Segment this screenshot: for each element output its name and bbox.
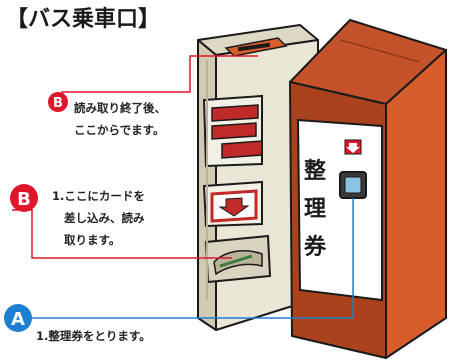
ticket-machine: 整 理 券: [289, 19, 447, 359]
card-tray: [204, 234, 272, 284]
ticket-dispenser-slot: [339, 171, 367, 199]
badge-letter: B: [17, 189, 31, 210]
callout-text-line: ここからでます。: [74, 123, 165, 137]
page-title: 【バス乗車口】: [6, 6, 160, 32]
badge-b-icon: [10, 184, 38, 212]
badge-a-icon: [4, 304, 32, 332]
ticket-label-char-3: 券: [303, 234, 327, 260]
card-insert-slot: [202, 180, 263, 228]
callout-card-exit: B 読み取り終了後、 ここからでます。: [48, 92, 166, 137]
callout-ticket: A 1.整理券をとります。: [4, 304, 151, 343]
badge-letter: A: [11, 309, 25, 330]
callout-text-line: 差し込み、読み: [64, 211, 145, 225]
display-panel: [202, 94, 263, 168]
callout-text-line: 読み取り終了後、: [74, 101, 166, 115]
callout-text-line: 1.ここにカードを: [52, 189, 145, 203]
ticket-label-char-2: 理: [304, 196, 326, 222]
callout-card-insert: B 1.ここにカードを 差し込み、読み 取ります。: [10, 184, 145, 247]
badge-b-icon: [48, 92, 68, 112]
card-exit-slot: [224, 37, 288, 57]
ticket-label-char-1: 整: [304, 158, 326, 184]
callout-text-line: 1.整理券をとります。: [36, 329, 151, 343]
badge-letter: B: [53, 96, 63, 111]
down-arrow-icon: [344, 139, 362, 155]
callout-text-line: 取ります。: [64, 233, 120, 247]
